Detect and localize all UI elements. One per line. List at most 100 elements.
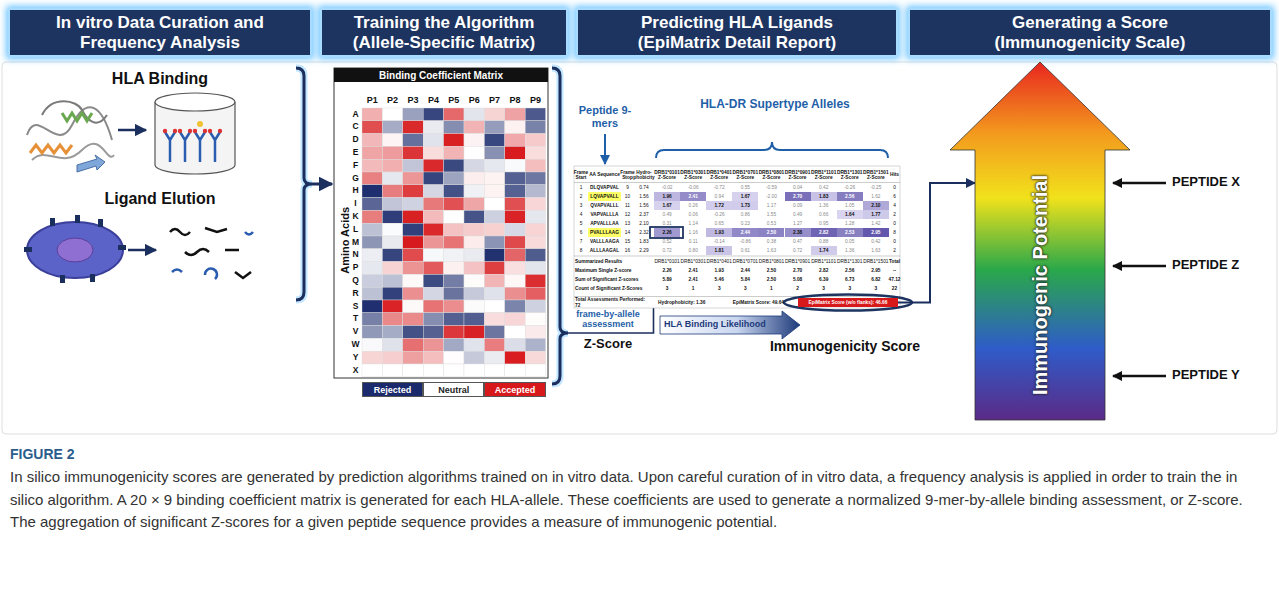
table-cell: 2.70 [785, 192, 811, 201]
table-cell: -0.86 [732, 237, 758, 246]
bracket [296, 68, 312, 300]
table-cell: 1.56 [634, 192, 654, 201]
matrix-cell [444, 108, 464, 121]
summary-cell: DRB1*0801 [758, 257, 784, 266]
antigen-presenting-cell [24, 247, 32, 252]
matrix-cell [382, 159, 402, 172]
table-header: AA Sequence [588, 168, 621, 182]
matrix-cell [525, 274, 545, 287]
matrix-cell [464, 326, 484, 339]
matrix-cell [423, 236, 443, 249]
row-header: W [349, 340, 362, 350]
protein-ribbon [27, 101, 114, 172]
matrix-cell [403, 121, 423, 134]
matrix-cell [403, 236, 423, 249]
node-text: Binding Coefficient Matrix [379, 70, 503, 81]
matrix-cell [382, 338, 402, 351]
matrix-cell [403, 159, 423, 172]
summary-cell: 3 [706, 284, 732, 293]
process-arrow [128, 249, 156, 252]
table-header: DRB1*1501 Z-Score [863, 168, 889, 182]
matrix-cell [484, 300, 504, 313]
peptide-fragments [205, 269, 217, 279]
row-header: D [349, 135, 362, 145]
table-cell: 1.05 [837, 201, 863, 210]
matrix-cell [444, 146, 464, 159]
summary-cell: 2.50 [758, 275, 784, 284]
binding-cylinder [178, 129, 182, 133]
table-cell: 1.64 [837, 210, 863, 219]
section-header: Training the Algorithm (Allele-Specific … [320, 8, 568, 57]
table-header: Frame Stop [621, 168, 634, 182]
matrix-cell [362, 262, 382, 275]
table-cell: 13 [621, 219, 634, 228]
summary-label: Summarized Results [575, 257, 654, 266]
section-header: In vitro Data Curation and Frequency Ana… [8, 8, 312, 57]
table-cell: 2.29 [634, 246, 654, 255]
matrix-cell [382, 236, 402, 249]
node-text: Predicting HLA Ligands (EpiMatrix Detail… [604, 13, 870, 52]
table-rule [574, 256, 900, 257]
matrix-cell [362, 249, 382, 262]
table-cell: 2.95 [863, 228, 889, 237]
table-cell: 1.83 [811, 192, 837, 201]
summary-cell: 2.50 [758, 266, 784, 275]
table-cell: 0.61 [732, 246, 758, 255]
table-cell: 2.32 [634, 228, 654, 237]
table-cell: 0.65 [706, 219, 732, 228]
matrix-cell [423, 198, 443, 211]
matrix-cell [505, 313, 525, 326]
legend-text: Rejected [374, 385, 412, 395]
protein-ribbon [62, 113, 92, 121]
table-cell: 1.55 [758, 210, 784, 219]
summary-cell: Total [889, 257, 900, 266]
table-cell: 0.38 [758, 237, 784, 246]
table-cell: 0 [889, 183, 900, 192]
table-cell: 1.56 [634, 201, 654, 210]
matrix-cell [464, 134, 484, 147]
table-header: DRB1*0101 Z-Score [654, 168, 680, 182]
row-header: M [349, 238, 362, 248]
summary-cell: DRB1*0901 [785, 257, 811, 266]
matrix-cell [525, 134, 545, 147]
row-header: E [349, 148, 362, 158]
matrix-cell [505, 134, 525, 147]
matrix-cell [484, 326, 504, 339]
matrix-cell [525, 223, 545, 236]
summary-cell: 2.56 [837, 266, 863, 275]
matrix-cell [382, 146, 402, 159]
bracket [552, 68, 568, 384]
annotation: Peptide 9-mers [568, 104, 642, 129]
column-header: P8 [505, 95, 525, 105]
matrix-cell [525, 249, 545, 262]
matrix-cell [382, 351, 402, 364]
matrix-cell [362, 300, 382, 313]
matrix-cell [464, 210, 484, 223]
peptide-fragments [170, 228, 253, 279]
matrix-cell [362, 185, 382, 198]
table-cell: 10 [621, 192, 634, 201]
matrix-cell [525, 146, 545, 159]
matrix-cell [464, 198, 484, 211]
table-cell: 16 [621, 246, 634, 255]
matrix-cell [484, 223, 504, 236]
table-cell: -0.14 [706, 237, 732, 246]
table-cell: 1.62 [863, 192, 889, 201]
table-cell: 1.27 [785, 219, 811, 228]
binding-cylinder [173, 129, 177, 133]
matrix-cell [382, 364, 402, 377]
matrix-cell [423, 223, 443, 236]
summary-cell: 1 [680, 284, 706, 293]
matrix-cell [464, 287, 484, 300]
matrix-cell [484, 351, 504, 364]
antigen-presenting-cell [60, 275, 65, 283]
table-cell: 1.67 [732, 192, 758, 201]
matrix-cell [484, 172, 504, 185]
figure-frame [2, 62, 1277, 434]
table-cell: 1 [574, 183, 588, 192]
matrix-cell [382, 121, 402, 134]
matrix-cell [382, 210, 402, 223]
binding-cylinder [197, 121, 203, 127]
table-cell: QVAPVALLL [588, 201, 621, 210]
matrix-cell [423, 287, 443, 300]
